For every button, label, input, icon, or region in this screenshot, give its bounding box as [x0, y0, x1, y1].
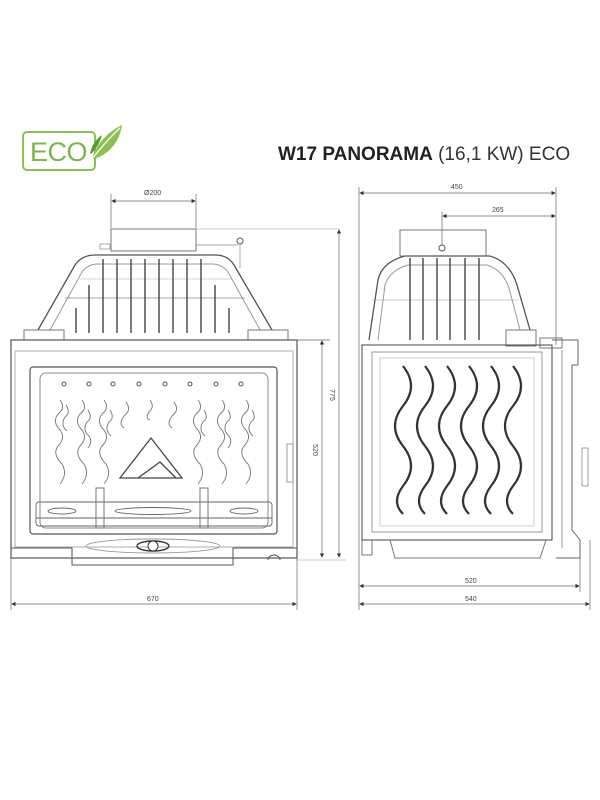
flue-diameter-label: Ø200: [144, 190, 162, 197]
overall-depth-label: 540: [465, 596, 477, 603]
door-height-label: 520: [310, 444, 318, 456]
flame-pattern: [55, 399, 255, 485]
power-rating: (16,1 KW): [438, 144, 524, 165]
flue-collar: [110, 228, 197, 252]
eco-badge-label: ECO: [30, 137, 88, 167]
flue-offset-label: 265: [492, 207, 504, 214]
grill-ribs: [75, 259, 230, 333]
side-view: [358, 187, 591, 610]
leaf-icon: [90, 125, 122, 160]
side-flue-collar: [399, 229, 487, 257]
depth-dimensions-bottom: [359, 540, 591, 610]
model-name: W17 PANORAMA: [278, 144, 433, 165]
flue-diameter-dimension: [110, 194, 197, 228]
heat-exchanger-dome: [37, 254, 273, 331]
front-view: [10, 194, 346, 610]
title-suffix: ECO: [528, 144, 571, 165]
depth-dimensions-top: [358, 187, 557, 610]
side-grill-ribs: [409, 258, 480, 340]
side-handle: [286, 443, 294, 483]
eco-badge-frame: [22, 131, 96, 171]
side-panel: [361, 344, 553, 541]
height-dimensions: [297, 229, 342, 558]
rear-handle: [581, 447, 589, 487]
overall-height-label: 775: [327, 389, 335, 401]
body-depth-label: 520: [465, 578, 477, 585]
air-damper-knob: [85, 538, 221, 554]
product-title: W17 PANORAMA (16,1 KW) ECO: [278, 142, 570, 168]
logo-triangle: [118, 436, 184, 479]
eco-badge: ECO: [22, 123, 122, 175]
wave-pattern: [393, 365, 523, 515]
top-depth-label: 450: [451, 184, 463, 191]
ash-grate: [35, 501, 273, 527]
width-dimension: [10, 558, 298, 610]
door-frame: [29, 366, 278, 535]
stove-body: [10, 339, 298, 559]
overall-width-label: 670: [147, 596, 159, 603]
glass-screws: [61, 381, 244, 387]
